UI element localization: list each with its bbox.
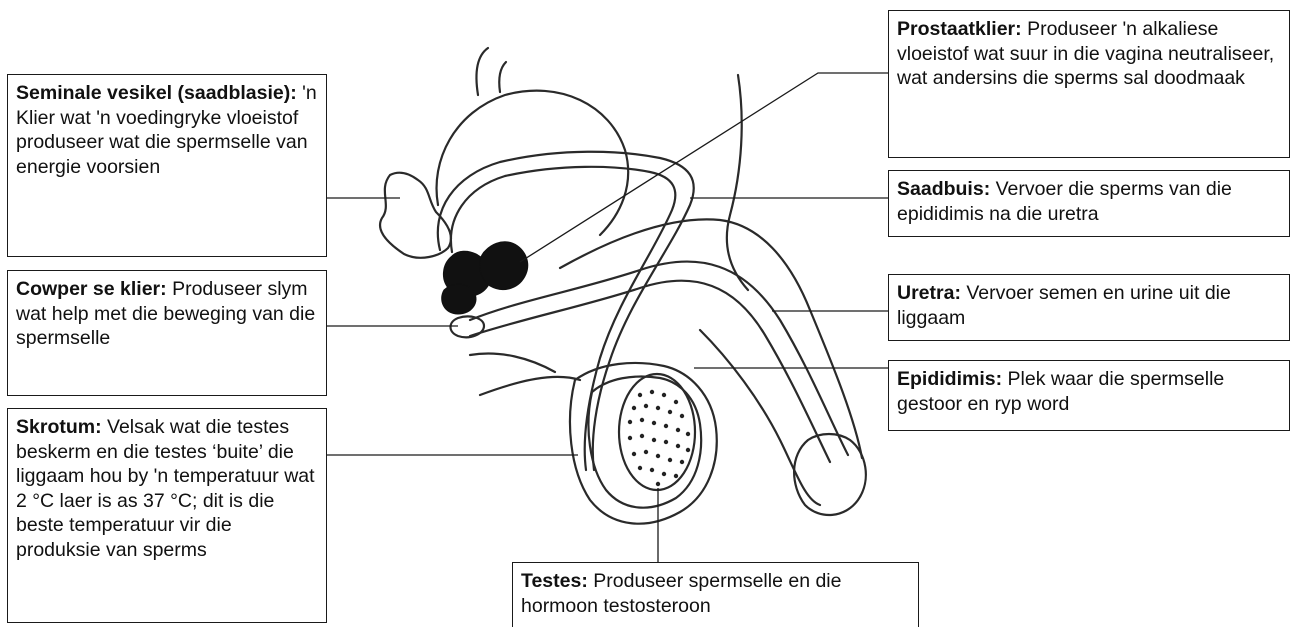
testis-shape — [619, 374, 695, 490]
label-prostate-gland: Prostaatklier: Produseer 'n alkaliese vl… — [888, 10, 1290, 158]
urethra-lower — [470, 281, 830, 462]
label-scrotum: Skrotum: Velsak wat die testes beskerm e… — [7, 408, 327, 623]
prostate-lobe-3 — [442, 284, 476, 314]
label-term: Skrotum: — [16, 416, 102, 438]
label-term: Prostaatklier: — [897, 18, 1022, 40]
vas-deferens-inner — [451, 167, 675, 470]
label-term: Uretra: — [897, 282, 961, 304]
cowpers-gland-shape — [451, 316, 485, 337]
penis-outer-top — [560, 219, 862, 458]
urethra-upper — [470, 262, 848, 455]
lower-body-line — [480, 377, 580, 395]
label-term: Cowper se klier: — [16, 278, 167, 300]
ureter-line — [476, 48, 488, 95]
label-vas-deferens: Saadbuis: Vervoer die sperms van die epi… — [888, 170, 1290, 237]
glans-shape — [794, 434, 866, 515]
label-urethra: Uretra: Vervoer semen en urine uit die l… — [888, 274, 1290, 341]
label-cowpers-gland: Cowper se klier: Produseer slym wat help… — [7, 270, 327, 396]
label-testes: Testes: Produseer spermselle en die horm… — [512, 562, 919, 627]
bladder-outline — [437, 91, 629, 235]
body-back-line — [727, 75, 748, 290]
prostate-lobe-2 — [480, 242, 528, 290]
label-term: Testes: — [521, 570, 588, 592]
label-epididymis: Epididimis: Plek waar die spermselle ges… — [888, 360, 1290, 431]
label-term: Epididimis: — [897, 368, 1002, 390]
label-seminal-vesicle: Seminale vesikel (saadblasie): 'n Klier … — [7, 74, 327, 257]
label-term: Seminale vesikel (saadblasie): — [16, 82, 297, 104]
perineum-line — [470, 354, 555, 372]
ureter-line-2 — [499, 62, 506, 92]
penis-outer-bottom — [700, 330, 820, 505]
label-term: Saadbuis: — [897, 178, 990, 200]
